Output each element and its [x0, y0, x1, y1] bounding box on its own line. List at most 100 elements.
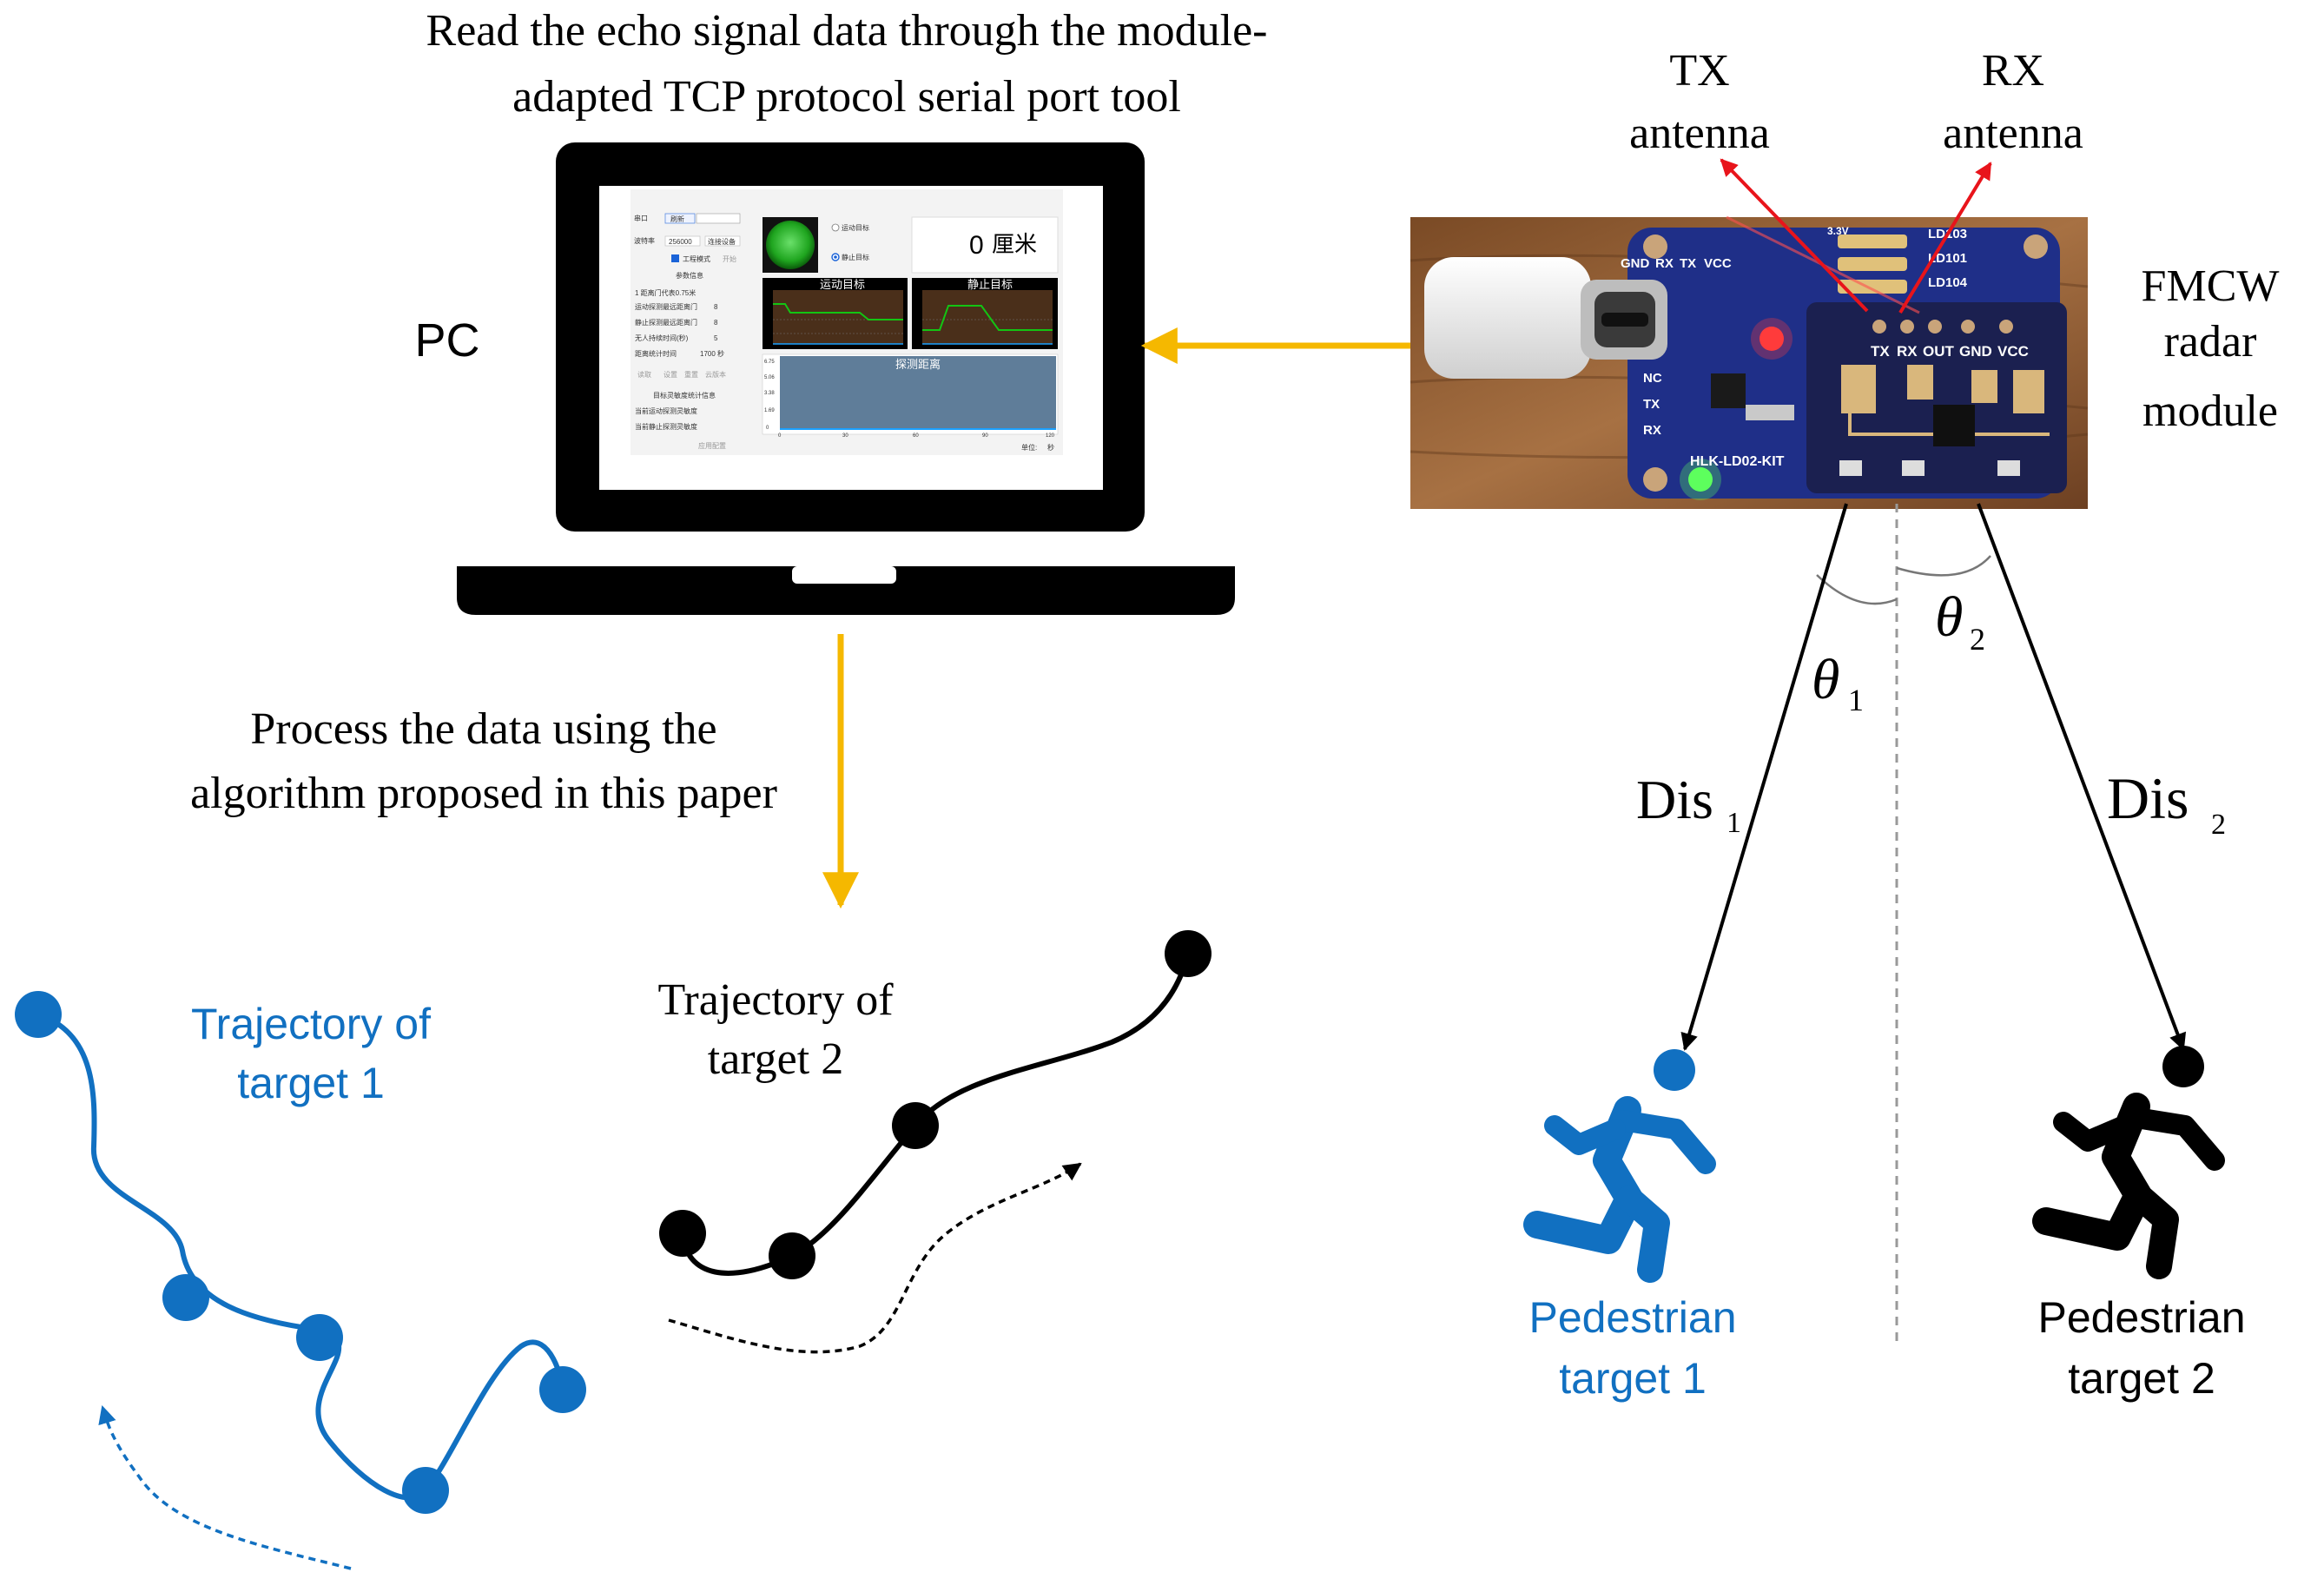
board-name: HLK-LD02-KIT: [1690, 454, 1785, 469]
baud-label: 波特率: [634, 236, 655, 245]
distance-readout-unit: 厘米: [992, 231, 1037, 257]
moving-sensitivity-label: 当前运动探测灵敏度: [635, 406, 697, 415]
theta2-subscript: 2: [1970, 622, 1985, 657]
theta2-label: θ: [1935, 585, 1963, 649]
radio-moving[interactable]: [831, 223, 840, 232]
trajectory-target2: [659, 930, 1212, 1354]
trajectory2-label-line2: target 2: [708, 1034, 843, 1084]
static-chart-line: [922, 305, 1053, 331]
trajectory1-direction-arrow: [98, 1404, 352, 1570]
y-tick-3: 1.69: [764, 408, 775, 413]
trajectory2-label-line1: Trajectory of: [657, 975, 894, 1025]
trajectory2-direction-arrow: [668, 1162, 1082, 1354]
static-max-gate-label: 静止探测最远距离门: [635, 318, 697, 327]
process-caption-line2: algorithm proposed in this paper: [190, 769, 777, 818]
refresh-button[interactable]: [664, 213, 696, 224]
no-one-duration-value[interactable]: 5: [714, 334, 718, 342]
theta1-label: θ: [1812, 648, 1839, 711]
side-label-rx: RX: [1643, 423, 1661, 438]
moving-max-gate-value[interactable]: 8: [714, 303, 718, 311]
chip-label-ld101: LD101: [1928, 251, 1967, 266]
moving-max-gate-label: 运动探测最远距离门: [635, 302, 697, 311]
cloud-button[interactable]: 云版本: [705, 370, 726, 379]
presence-indicator: [766, 221, 815, 269]
dis1-arrow: [1680, 503, 1848, 1051]
side-label-tx: TX: [1643, 397, 1660, 412]
theta2-arc: [1896, 555, 1991, 577]
y-tick-4: 0: [766, 426, 769, 431]
set-button[interactable]: 设置: [664, 370, 677, 379]
pin-label-tx: TX: [1680, 256, 1696, 271]
dis1-subscript: 1: [1726, 807, 1741, 839]
status-led-green: [1688, 467, 1713, 492]
distance-res-unit: 秒: [717, 349, 724, 358]
chip-label-ld104: LD104: [1928, 275, 1968, 290]
port-select[interactable]: [696, 213, 741, 224]
radio-moving-label: 运动目标: [842, 223, 869, 232]
distance-res-value[interactable]: 1700: [700, 350, 716, 358]
rx-antenna-label-line1: RX: [1982, 46, 2044, 96]
dis2-subscript: 2: [2211, 809, 2226, 841]
read-caption-line2: adapted TCP protocol serial port tool: [512, 72, 1181, 122]
distance-res-label: 距离统计时间: [635, 349, 677, 358]
pin-label-vcc: VCC: [1704, 256, 1732, 271]
y-tick-1: 5.06: [764, 375, 775, 380]
theta1-subscript: 1: [1848, 683, 1864, 717]
baud-input[interactable]: [664, 235, 701, 247]
radar-board-photo: GND RX TX VCC NC TX RX LD103 LD101 LD104…: [1410, 215, 2089, 509]
usb-c-connector-icon: [1424, 257, 1667, 379]
engineering-mode-checkbox[interactable]: [671, 254, 679, 262]
tx-antenna-pointer: [1720, 158, 1869, 313]
moving-target-chart: 运动目标: [763, 278, 908, 349]
module-pin-vcc: VCC: [1997, 343, 2029, 360]
power-led-red: [1760, 327, 1784, 351]
voltage-label: 3.3V: [1827, 225, 1849, 237]
apply-button[interactable]: 应用配置: [698, 441, 726, 450]
distance-readout-value: 0: [969, 231, 984, 260]
moving-chart-line: [773, 303, 903, 320]
static-sensitivity-label: 当前静止探测灵敏度: [635, 422, 697, 431]
refresh-button-label: 刷新: [670, 215, 684, 223]
fmcw-label-line3: module: [2142, 386, 2278, 436]
tx-antenna-label-line2: antenna: [1629, 109, 1770, 158]
port-label: 串口: [634, 215, 648, 222]
read-button[interactable]: 读取: [637, 370, 651, 379]
running-person-icon: [2032, 1046, 2225, 1279]
gate-distance-text: 1 距离门代表0.75米: [635, 288, 696, 297]
serial-tool-window: 串口 刷新 波特率 256000 连接设备 工程模式 开始 参数信息 1 距离门…: [631, 189, 1063, 455]
static-chart-title: 静止目标: [967, 278, 1013, 291]
x-tick-0: 0: [778, 433, 782, 439]
connect-button[interactable]: [704, 235, 741, 247]
unit-value: 秒: [1047, 443, 1054, 452]
baud-value: 256000: [669, 238, 692, 246]
rx-antenna-label-line2: antenna: [1943, 109, 2083, 158]
dis1-label: Dis: [1636, 769, 1713, 830]
radio-static-label: 静止目标: [842, 253, 869, 261]
unit-label: 单位:: [1021, 443, 1037, 452]
distance-chart: 探测距离 6.75 5.06 3.38 1.69 0 0 30 60 90 12…: [762, 353, 1059, 452]
tx-antenna-label-line1: TX: [1669, 46, 1729, 96]
fmcw-label-line2: radar: [2164, 317, 2257, 367]
pedestrian2-label-line2: target 2: [2068, 1354, 2215, 1403]
start-button[interactable]: 开始: [723, 254, 736, 263]
trajectory1-label-line2: target 1: [237, 1059, 385, 1107]
static-target-chart: 静止目标: [912, 278, 1058, 349]
pedestrian1-label-line2: target 1: [1559, 1354, 1707, 1403]
engineering-mode-label: 工程模式: [683, 254, 710, 263]
connect-button-label: 连接设备: [708, 237, 736, 246]
static-max-gate-value[interactable]: 8: [714, 319, 718, 327]
side-label-nc: NC: [1643, 371, 1662, 386]
y-tick-2: 3.38: [764, 391, 775, 396]
module-pin-rx: RX: [1897, 343, 1918, 360]
reset-button[interactable]: 重置: [684, 370, 698, 379]
sensitivity-heading: 目标灵敏度统计信息: [653, 391, 716, 400]
x-tick-2: 60: [913, 433, 919, 439]
y-tick-0: 6.75: [764, 360, 775, 365]
dis2-label: Dis: [2107, 765, 2189, 831]
rx-antenna-pointer: [1898, 162, 1992, 314]
module-pin-gnd: GND: [1959, 343, 1992, 360]
theta1-arc: [1816, 574, 1898, 605]
distance-chart-title: 探测距离: [895, 358, 941, 371]
read-caption-line1: Read the echo signal data through the mo…: [426, 6, 1268, 56]
